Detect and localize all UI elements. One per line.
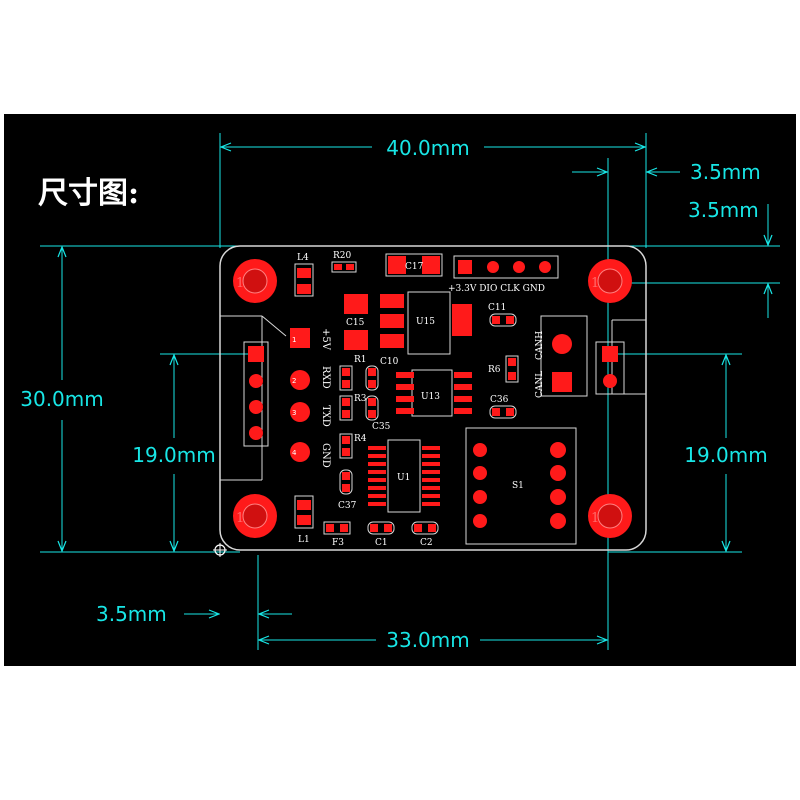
svg-text:U15: U15	[416, 317, 435, 327]
pin-label-rxd: RXD	[320, 366, 331, 389]
capacitor-c11: C11	[488, 303, 517, 327]
svg-text:C15: C15	[346, 318, 365, 328]
svg-text:C17: C17	[405, 262, 424, 272]
svg-text:C2: C2	[420, 538, 433, 548]
can-label-canh: CANH	[535, 331, 545, 360]
can-label-canl: CANL	[535, 371, 545, 398]
svg-text:R6: R6	[488, 365, 501, 375]
svg-text:C10: C10	[380, 357, 399, 367]
resistor-r1: R1	[339, 355, 367, 391]
capacitor-c37: C37	[338, 469, 357, 511]
svg-text:L1: L1	[298, 535, 310, 545]
svg-text:U13: U13	[421, 392, 440, 402]
resistor-r20: R20	[331, 251, 357, 273]
pin-label-5v: +5V	[320, 328, 331, 351]
svg-text:R3: R3	[354, 394, 367, 404]
capacitor-c10: C10	[365, 357, 399, 391]
dim-offset-top-y-label: 3.5mm	[688, 198, 759, 222]
capacitor-c36: C36	[489, 395, 517, 419]
svg-text:1: 1	[292, 336, 296, 344]
can-terminal	[552, 334, 625, 395]
svg-text:S1: S1	[512, 481, 524, 491]
dim-offset-bottom-label: 3.5mm	[96, 602, 167, 626]
svg-text:2: 2	[292, 377, 296, 385]
svg-text:R1: R1	[354, 355, 367, 365]
dip-switch-s1: S1	[465, 427, 577, 545]
dim-width-label: 40.0mm	[386, 136, 470, 160]
dim-header-right-label: 19.0mm	[684, 443, 768, 467]
svg-text:C37: C37	[338, 501, 357, 511]
svg-text:C36: C36	[490, 395, 509, 405]
mount-hole-bottom-right: 1	[588, 494, 632, 538]
svg-text:R4: R4	[354, 434, 367, 444]
resistor-r3: R3	[339, 394, 367, 421]
inductor-l4: L4	[294, 253, 314, 297]
svg-text:C35: C35	[372, 422, 391, 432]
top-pin-header	[453, 255, 559, 279]
resistor-r4: R4	[339, 433, 367, 459]
regulator-u15: U15	[380, 291, 472, 355]
svg-text:C1: C1	[375, 538, 388, 548]
dim-offset-top-x-label: 3.5mm	[690, 160, 761, 184]
pin-label-gnd: GND	[320, 443, 331, 468]
origin-marker	[213, 543, 227, 557]
fuse-f3: F3	[323, 521, 351, 548]
svg-text:4: 4	[292, 449, 297, 457]
drawing-title: 尺寸图:	[38, 176, 139, 211]
svg-text:1: 1	[591, 276, 599, 291]
capacitor-c35: C35	[365, 395, 391, 432]
capacitor-c2: C2	[411, 521, 439, 548]
svg-text:R20: R20	[333, 251, 352, 261]
mount-hole-top-left: 1	[233, 259, 277, 303]
left-pin-pads: 1 2 3 4	[290, 328, 310, 462]
svg-text:1: 1	[236, 276, 244, 291]
svg-text:1: 1	[591, 511, 599, 526]
capacitor-c15: C15	[344, 294, 368, 350]
resistor-r6: R6	[488, 355, 519, 383]
capacitor-c1: C1	[367, 521, 395, 548]
svg-text:1: 1	[236, 511, 244, 526]
dim-header-left-label: 19.0mm	[132, 443, 216, 467]
ic-u13: U13	[396, 369, 472, 417]
svg-text:C11: C11	[488, 303, 506, 313]
mount-hole-top-right: 1	[588, 259, 632, 303]
mount-hole-bottom-left: 1	[233, 494, 277, 538]
board-outline	[219, 245, 647, 551]
top-header-label: +3.3V DIO CLK GND	[448, 284, 545, 294]
pin-label-txd: TXD	[320, 405, 331, 427]
dim-height-label: 30.0mm	[20, 387, 104, 411]
svg-text:L4: L4	[297, 253, 309, 263]
left-pin-header	[243, 341, 269, 447]
dim-hole-x-label: 33.0mm	[386, 628, 470, 652]
capacitor-c17: C17	[385, 253, 443, 277]
svg-text:U1: U1	[397, 473, 410, 483]
svg-text:3: 3	[292, 409, 296, 417]
ic-u1: U1	[368, 439, 440, 513]
svg-text:F3: F3	[332, 538, 344, 548]
dimension-lines	[40, 133, 780, 650]
inductor-l1: L1	[294, 495, 314, 545]
